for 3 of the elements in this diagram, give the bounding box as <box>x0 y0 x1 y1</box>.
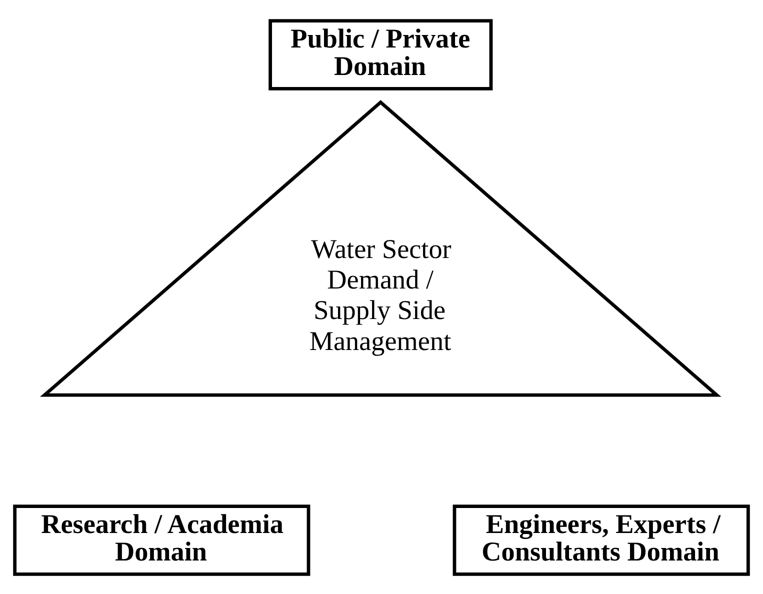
node-box: Public / Private Domain <box>268 18 493 90</box>
node-box: Engineers, Experts / Consultants Domain <box>452 504 750 576</box>
node-box: Research / Academia Domain <box>13 504 310 576</box>
